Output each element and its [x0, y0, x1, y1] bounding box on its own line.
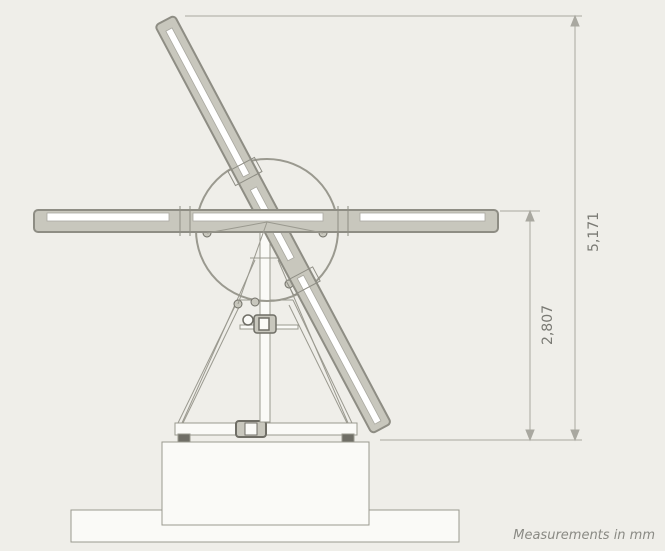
horizontal-panel-arm: [33, 206, 499, 236]
bottom-frame: [174, 420, 358, 443]
measurements-note: Measurements in mm: [513, 528, 655, 543]
concrete-foundation: [161, 441, 370, 526]
hub-tension-lines: [206, 221, 324, 305]
axis-height-label: 2,807: [540, 305, 556, 345]
drive-motor: [242, 314, 277, 334]
dimension-lines: [185, 14, 582, 442]
total-height-label: 5,171: [586, 212, 602, 252]
